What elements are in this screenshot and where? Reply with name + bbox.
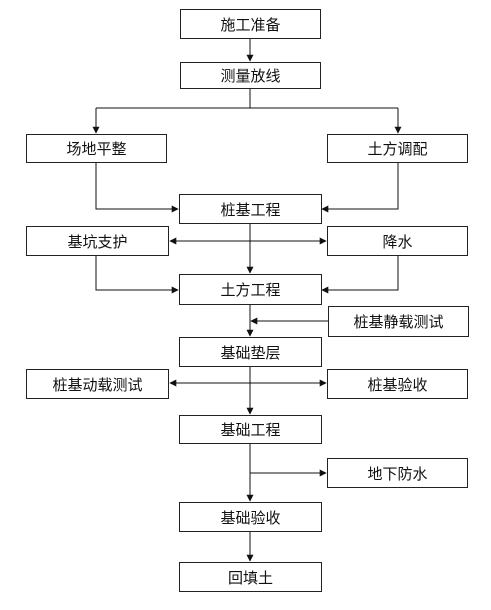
node-site-leveling: 场地平整: [26, 134, 167, 163]
node-earthwork: 土方工程: [179, 274, 322, 305]
node-dewatering: 降水: [327, 226, 468, 256]
node-pile-acceptance: 桩基验收: [327, 369, 468, 399]
arrow-earthwork-deploy-to-pile: [321, 163, 399, 213]
node-earthwork-deploy: 土方调配: [327, 134, 468, 163]
arrow-site-leveling-to-pile: [95, 163, 179, 213]
arrow-dewatering-to-earthwork: [321, 256, 399, 294]
node-underground-waterproof: 地下防水: [327, 458, 468, 488]
node-foundation-acceptance: 基础验收: [179, 502, 322, 532]
node-foundation-cushion: 基础垫层: [179, 337, 322, 367]
node-pile-static-test: 桩基静载测试: [328, 306, 469, 337]
arrow-pit-support-to-earthwork: [95, 256, 179, 294]
node-pile-foundation: 桩基工程: [179, 194, 322, 224]
node-construction-prep: 施工准备: [180, 9, 321, 39]
node-pit-support: 基坑支护: [26, 226, 169, 256]
node-survey-setout: 测量放线: [180, 62, 321, 89]
node-backfill: 回填土: [179, 562, 322, 592]
node-foundation-works: 基础工程: [179, 415, 322, 444]
node-pile-dynamic-test: 桩基动载测试: [26, 369, 169, 399]
